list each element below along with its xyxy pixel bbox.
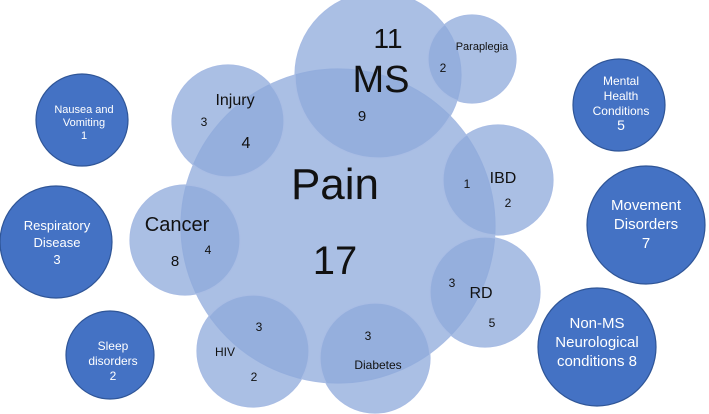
diabetes-overlap-count: 3 (365, 329, 372, 343)
cancer-overlap-count: 4 (205, 243, 212, 257)
movement-line-1: Disorders (614, 216, 678, 233)
diabetes-label: Diabetes (354, 358, 401, 372)
ms-count: 11 (373, 23, 402, 54)
paraplegia-circle (427, 14, 517, 104)
cancer-label: Cancer (145, 214, 210, 236)
nonms-line-2: conditions 8 (557, 353, 637, 370)
movement-line-0: Movement (611, 197, 682, 214)
hiv-label: HIV (215, 345, 235, 359)
rd-count: 5 (489, 316, 496, 330)
movement-line-2: 7 (642, 235, 650, 252)
sleep-line-0: Sleep (98, 339, 129, 353)
hiv-circle (196, 294, 310, 408)
hiv-overlap-count: 3 (256, 320, 263, 334)
nausea-line-0: Nausea and (54, 104, 113, 116)
pain-count: 17 (313, 239, 358, 283)
rd-label: RD (469, 285, 492, 302)
injury-count: 3 (201, 115, 208, 129)
respiratory-line-1: Disease (34, 235, 81, 250)
ms-overlap-count: 9 (358, 108, 366, 125)
rd-overlap-count: 3 (449, 276, 456, 290)
injury-label: Injury (215, 92, 254, 109)
respiratory-circle (0, 185, 113, 299)
sleep-line-1: disorders (88, 354, 137, 368)
nonms-line-0: Non-MS (569, 315, 624, 332)
mental-line-1: Health (604, 89, 639, 103)
pain-label: Pain (291, 160, 379, 209)
ms-label: MS (353, 59, 410, 101)
respiratory-line-2: 3 (53, 252, 60, 267)
hiv-count: 2 (251, 370, 258, 384)
ibd-count: 2 (505, 196, 512, 210)
mental-line-2: Conditions (593, 104, 650, 118)
cancer-count: 8 (171, 253, 179, 270)
mental-line-3: 5 (617, 117, 625, 133)
nausea-circle (35, 73, 129, 167)
movement-circle (586, 165, 706, 285)
injury-overlap-count: 4 (242, 135, 251, 152)
ibd-label: IBD (490, 170, 517, 187)
paraplegia-label: Paraplegia (456, 41, 509, 53)
respiratory-line-0: Respiratory (24, 218, 91, 233)
nausea-line-1: Vomiting (63, 117, 105, 129)
cancer-circle (129, 184, 241, 296)
injury-circle (171, 64, 285, 178)
nonms-circle (537, 287, 657, 407)
sleep-circle (65, 310, 155, 400)
mental-line-0: Mental (603, 74, 639, 88)
diabetes-circle (319, 302, 431, 414)
paraplegia-overlap-count: 2 (440, 61, 447, 75)
rd-circle (429, 236, 541, 348)
mental-circle (572, 58, 666, 152)
sleep-line-2: 2 (110, 369, 117, 383)
ibd-circle (442, 124, 554, 236)
ibd-overlap-count: 1 (464, 177, 471, 191)
nausea-line-2: 1 (81, 130, 87, 142)
nonms-line-1: Neurological (555, 334, 638, 351)
